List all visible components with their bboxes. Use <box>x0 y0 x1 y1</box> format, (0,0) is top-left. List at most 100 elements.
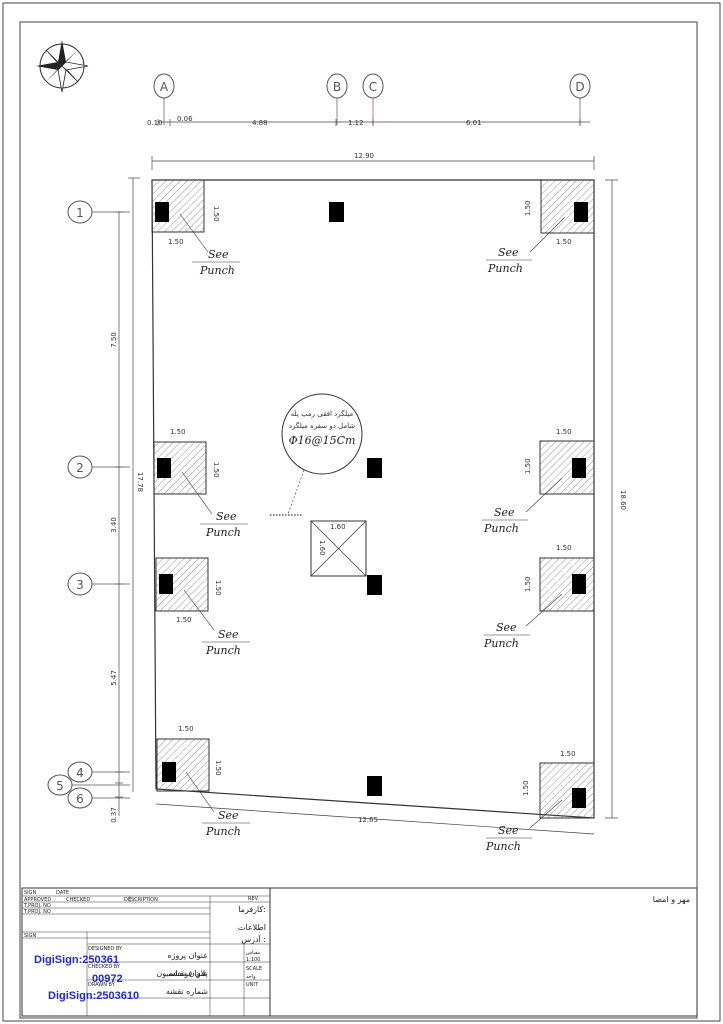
svg-text:See: See <box>496 621 517 634</box>
tb-owner-label: کارفرما: <box>238 905 266 914</box>
left-dimension-chain: 7.50 3.40 5.47 0.37 <box>110 211 123 823</box>
rebar-callout: میلگرد افقی رمپ پله شامل دو سفره میلگرد … <box>270 393 363 516</box>
tb-checked-by: CHECKED BY <box>88 964 121 970</box>
svg-text:See: See <box>218 628 239 641</box>
dim-a2: 0.06 <box>177 115 193 123</box>
dim-bc: 1.12 <box>348 119 364 127</box>
tb-rev: REV <box>248 896 259 902</box>
tb-address-label: آدرس : <box>241 934 266 944</box>
svg-text:1.50: 1.50 <box>524 576 532 592</box>
dim-row-3-4: 5.47 <box>110 670 118 686</box>
svg-text:1.50: 1.50 <box>560 750 576 758</box>
dim-overall-top: 12.90 <box>354 152 374 160</box>
dim-a1: 0.10 <box>147 119 163 127</box>
tb-checked: CHECKED <box>66 897 90 903</box>
tb-description: DESCRIPTION <box>124 897 158 903</box>
opening-width: 1.60 <box>330 523 346 531</box>
svg-text:2: 2 <box>76 461 84 475</box>
svg-text:میلگرد افقی رمپ پله: میلگرد افقی رمپ پله <box>291 409 354 418</box>
svg-text:1.50: 1.50 <box>214 760 222 776</box>
grid-row-4: 4 <box>67 761 130 783</box>
pad-row2-left: 1.50 1.50 See Punch <box>153 428 248 539</box>
svg-text:1.50: 1.50 <box>556 238 572 246</box>
svg-text:5: 5 <box>56 779 64 793</box>
svg-text:Punch: Punch <box>483 522 519 535</box>
svg-text:1.50: 1.50 <box>212 462 220 478</box>
dim-row-2-3: 3.40 <box>110 517 118 533</box>
slab-opening: 1.60 1.60 <box>310 520 367 577</box>
svg-text:4: 4 <box>76 766 84 780</box>
dim-overall-bottom: 12.65 <box>358 816 378 824</box>
tb-sign: SIGN <box>24 890 37 896</box>
svg-text:See: See <box>218 809 239 822</box>
svg-text:Punch: Punch <box>199 264 235 277</box>
grid-col-D: D <box>569 73 591 125</box>
tb-proj-no-2: T.PROJ. NO <box>23 909 51 915</box>
digisign-2: 00972 <box>92 973 123 985</box>
svg-text:See: See <box>208 248 229 261</box>
grid-col-B: B <box>326 73 348 125</box>
svg-text:1: 1 <box>76 206 84 220</box>
pad-bottom-right: 1.50 1.50 See Punch <box>485 750 595 853</box>
pad-bottom-left: 1.50 1.50 See Punch <box>156 725 250 838</box>
tb-approved: APPROVED <box>24 897 51 903</box>
svg-text:1.50: 1.50 <box>524 200 532 216</box>
tb-project-label: عنوان پروژه <box>167 951 208 960</box>
pad-row2-right: 1.50 1.50 See Punch <box>482 428 595 535</box>
dim-overall-left: 17.78 <box>136 472 144 492</box>
svg-text:B: B <box>333 80 341 94</box>
svg-text:1.50: 1.50 <box>170 428 186 436</box>
tb-scale-fa: مقیاس <box>246 950 261 956</box>
svg-text:C: C <box>369 80 377 94</box>
opening-height: 1.60 <box>318 540 326 556</box>
svg-text:See: See <box>498 824 519 837</box>
dim-cd: 6.01 <box>466 119 482 127</box>
tb-designed-by: DESIGNED BY <box>88 946 123 952</box>
pad-top-right: 1.50 1.50 See Punch <box>486 179 595 275</box>
digisign-3: DigiSign:2503610 <box>48 990 139 1002</box>
grid-row-5: 5 <box>47 774 130 796</box>
svg-text:Φ16@15Cm: Φ16@15Cm <box>289 434 356 447</box>
tb-date: DATE <box>56 890 69 896</box>
tb-sheet-title-label: عنوان نقشه <box>168 969 208 978</box>
tb-drawn-by: DRAWN BY <box>88 982 116 988</box>
svg-text:1.50: 1.50 <box>176 616 192 624</box>
svg-text:1.50: 1.50 <box>524 458 532 474</box>
svg-text:Punch: Punch <box>205 825 241 838</box>
overall-left-dimension: 17.78 <box>128 177 144 792</box>
svg-text:6: 6 <box>76 792 84 806</box>
svg-text:Punch: Punch <box>483 637 519 650</box>
pad-row3-left: 1.50 1.50 See Punch <box>155 557 250 657</box>
title-block: SIGN DATE REV DESCRIPTION APPROVED CHECK… <box>21 887 698 1017</box>
north-arrow-icon <box>36 40 89 93</box>
svg-text:1.50: 1.50 <box>214 580 222 596</box>
overall-top-dimension: 12.90 <box>151 152 595 170</box>
tb-unit-fa: واحد <box>246 974 256 980</box>
grid-row-6: 6 <box>67 787 130 809</box>
grid-row-1: 1 <box>67 200 130 224</box>
dim-overall-right: 18.60 <box>619 490 627 510</box>
svg-text:Punch: Punch <box>205 644 241 657</box>
digisign-1: DigiSign:250361 <box>34 954 119 966</box>
svg-text:A: A <box>160 80 169 94</box>
dim-ab: 4.88 <box>252 119 268 127</box>
svg-text:شامل دو سفره میلگرد: شامل دو سفره میلگرد <box>289 421 355 430</box>
svg-text:Punch: Punch <box>205 526 241 539</box>
inner-border <box>19 21 698 1019</box>
grid-row-3: 3 <box>67 572 130 596</box>
tb-unit-en: UNIT <box>246 982 259 988</box>
svg-text:See: See <box>216 510 237 523</box>
svg-text:See: See <box>494 506 515 519</box>
tb-scale-en: SCALE <box>246 966 262 972</box>
dim-row-1-2: 7.50 <box>110 332 118 348</box>
svg-text:See: See <box>498 246 519 259</box>
tb-info-label: اطلاعات <box>238 923 266 932</box>
grid-col-A: A <box>153 73 175 125</box>
tb-scale-value: 1:100 <box>246 957 260 963</box>
svg-text:1.50: 1.50 <box>168 238 184 246</box>
dim-row-5-6: 0.37 <box>110 807 118 823</box>
svg-text:Punch: Punch <box>485 840 521 853</box>
svg-text:3: 3 <box>76 578 84 592</box>
